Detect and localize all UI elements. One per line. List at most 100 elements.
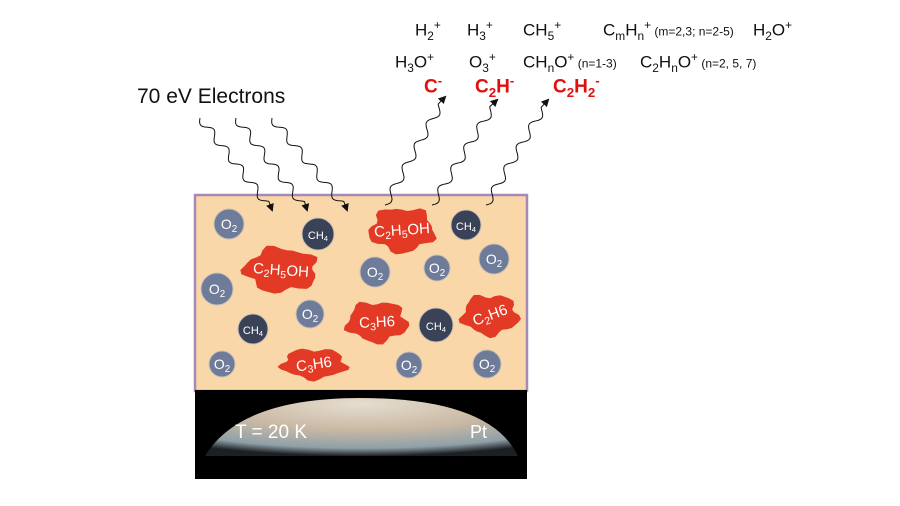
formula-part: C (553, 76, 567, 98)
formula-part: O (469, 52, 483, 72)
formula-part: - (437, 73, 443, 88)
molecule-shape (277, 348, 350, 382)
ion-formula: H2+ (415, 18, 441, 43)
formula-part: O (401, 357, 412, 373)
molecule-shape (450, 209, 482, 241)
molecule-label: O2 (367, 264, 383, 283)
formula-part: O (214, 356, 225, 372)
formula-part: CH (308, 230, 324, 242)
formula-part: O (413, 52, 428, 72)
formula-part: (n=1-3) (574, 56, 617, 71)
molecule-label: O2 (479, 356, 495, 375)
formula-part: 2 (440, 268, 445, 279)
formula-part: CH (243, 325, 259, 337)
ion-formula: H2O+ (753, 18, 792, 43)
formula-part: 2 (488, 85, 497, 101)
molecule-ch4: CH4 (450, 209, 482, 241)
formula-part: C (640, 52, 653, 72)
formula-part: H (496, 76, 510, 98)
molecule-label: O2 (429, 260, 445, 279)
incoming-electron-arrow (235, 117, 310, 212)
formula-part: + (427, 50, 435, 64)
molecule-o2: O2 (208, 350, 236, 378)
formula-part: 3 (482, 61, 489, 76)
molecule-ch4: CH4 (237, 313, 269, 345)
formula-part: O (429, 260, 440, 276)
formula-part: H (415, 20, 428, 40)
ion-formula: CmHn+ (m=2,3; n=2-5) (603, 18, 734, 43)
formula-part: 3 (479, 29, 486, 44)
formula-part: n (547, 61, 555, 76)
molecule-label: O2 (486, 251, 502, 270)
formula-part: n (637, 29, 645, 44)
formula-part: + (554, 18, 562, 32)
ion-formula: C2H- (475, 73, 514, 100)
formula-part: 2 (566, 85, 575, 101)
formula-part: H (395, 52, 408, 72)
formula-part: 2 (427, 29, 434, 44)
molecule-label: O2 (209, 281, 225, 300)
formula-part: 4 (442, 325, 447, 334)
formula-part: H (390, 222, 402, 240)
formula-part: 2 (765, 29, 772, 44)
formula-part: H (574, 76, 588, 98)
electron-arrows (199, 95, 550, 212)
molecule-c2h5oh: C2H5OH (368, 208, 437, 255)
ion-formula: C- (424, 73, 442, 98)
molecule-label: C3H6 (359, 313, 396, 334)
formula-part: 5 (280, 269, 287, 281)
formula-part: 3 (307, 363, 315, 376)
molecule-shape (343, 301, 410, 345)
ion-formula: O3+ (469, 50, 496, 75)
formula-part: C (424, 76, 438, 98)
electrons-label: 70 eV Electrons (137, 85, 286, 108)
formula-part: 2 (378, 272, 383, 283)
incoming-electron-arrow (271, 117, 349, 212)
formula-part: 4 (472, 225, 477, 234)
ion-formula: CH5+ (523, 18, 561, 43)
formula-part: C (475, 76, 489, 98)
formula-part: n (671, 61, 678, 76)
formula-part: (m=2,3; n=2-5) (651, 24, 734, 39)
formula-part: CH (456, 221, 472, 233)
molecule-c3h6: C3H6 (343, 301, 410, 345)
formula-part: O (479, 356, 490, 372)
molecule-shape (237, 313, 269, 345)
formula-part: 2 (652, 61, 659, 76)
molecule-label: CH4 (456, 221, 477, 234)
formula-part: + (433, 18, 441, 32)
molecule-o2: O2 (478, 243, 510, 275)
molecule-label: O2 (221, 216, 237, 235)
ion-formula: H3+ (467, 18, 493, 43)
formula-part: + (691, 50, 698, 64)
formula-part: C (603, 20, 616, 40)
ion-formula: C2H2- (553, 73, 600, 100)
formula-part: 2 (490, 364, 495, 375)
ion-formula: H3O+ (395, 50, 434, 75)
formula-part: 4 (259, 329, 264, 338)
formula-part: + (485, 18, 493, 32)
formula-part: - (509, 73, 515, 88)
formula-part: 2 (232, 224, 237, 235)
molecule-label: O2 (401, 357, 417, 376)
molecule-label: C2H5OH (252, 260, 309, 283)
formula-part: 5 (547, 29, 555, 44)
formula-part: m (615, 29, 626, 44)
formula-part: C (374, 223, 386, 241)
formula-part: H (658, 52, 672, 72)
formula-part: C (253, 260, 265, 278)
formula-part: OH (286, 262, 310, 281)
formula-part: O (554, 52, 568, 72)
formula-part: 2 (497, 259, 502, 270)
molecule-label: C3H6 (295, 354, 333, 378)
formula-part: 4 (324, 234, 329, 243)
formula-part: 2 (587, 85, 596, 101)
ion-formula: C2HnO+ (n=2, 5, 7) (640, 50, 756, 75)
molecule-shape (301, 217, 335, 251)
molecule-c2h6: C2H6 (458, 294, 521, 339)
molecule-shape (208, 350, 236, 378)
formula-part: 2 (313, 314, 318, 325)
formula-part: 3 (407, 61, 414, 76)
molecule-label: O2 (302, 306, 318, 325)
